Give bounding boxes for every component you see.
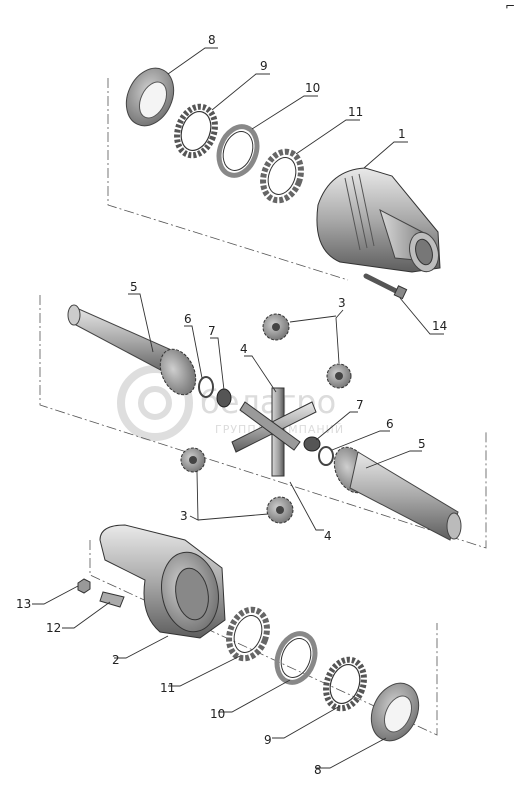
watermark-logo-icon xyxy=(117,365,193,441)
thrust-washer-6-left xyxy=(198,376,214,398)
half-shaft-gear-5-left xyxy=(67,304,197,396)
friction-disc-9-bottom xyxy=(323,656,367,712)
differential-housing-1 xyxy=(316,167,441,273)
callout-6-right: 6 xyxy=(386,417,394,431)
differential-housing-2 xyxy=(99,524,226,639)
bearing-cup-top xyxy=(125,67,175,127)
leader-lines xyxy=(32,47,444,769)
spacer-7-right xyxy=(303,436,321,452)
lock-plate-12 xyxy=(99,591,125,608)
callout-6-left: 6 xyxy=(184,312,192,326)
callout-14-top: 14 xyxy=(432,319,447,333)
friction-disc-11-top xyxy=(260,148,304,204)
half-shaft-gear-5-right xyxy=(333,446,462,541)
callout-4-lower: 4 xyxy=(324,529,332,543)
callout-5-left: 5 xyxy=(130,280,138,294)
pinion-gear-3-right xyxy=(326,363,352,389)
callout-2-bottom: 2 xyxy=(112,653,120,667)
callout-1-top: 1 xyxy=(398,127,406,141)
thrust-washer-6-right xyxy=(318,446,334,466)
bottom-group xyxy=(77,524,420,742)
callout-3-upper: 3 xyxy=(338,296,346,310)
friction-disc-11-bottom xyxy=(226,606,270,662)
callout-5-right: 5 xyxy=(418,437,426,451)
spacer-7-left xyxy=(216,388,232,408)
callout-13-bottom: 13 xyxy=(16,597,31,611)
callout-10-bottom: 10 xyxy=(210,707,225,721)
callout-11-bottom: 11 xyxy=(160,681,175,695)
callout-7-left: 7 xyxy=(208,324,216,338)
callout-9-bottom: 9 xyxy=(264,733,272,747)
bearing-cup-bottom xyxy=(370,682,420,742)
callout-labels: 8 9 10 11 1 14 5 6 7 4 3 7 6 5 3 4 13 12… xyxy=(16,33,447,777)
callout-4-upper: 4 xyxy=(240,342,248,356)
middle-group xyxy=(67,304,462,541)
friction-disc-10-bottom xyxy=(274,631,318,685)
friction-disc-10-top xyxy=(216,124,260,178)
callout-9-top: 9 xyxy=(260,59,268,73)
pinion-gear-3-top xyxy=(262,313,290,341)
callout-8-top: 8 xyxy=(208,33,216,47)
callout-10-top: 10 xyxy=(305,81,320,95)
callout-8-bottom: 8 xyxy=(314,763,322,777)
callout-12-bottom: 12 xyxy=(46,621,61,635)
callout-7-right: 7 xyxy=(356,398,364,412)
bolt-14 xyxy=(363,273,408,300)
spider-cross-4 xyxy=(231,387,317,477)
callout-3-lower: 3 xyxy=(180,509,188,523)
friction-disc-9-top xyxy=(174,103,218,159)
top-group xyxy=(125,67,441,300)
corner-mark: ⌐ xyxy=(505,0,515,13)
assembly-frames xyxy=(39,78,487,736)
pinion-gear-3-left xyxy=(180,447,206,473)
nut-13 xyxy=(77,578,91,594)
pinion-gear-3-bottom xyxy=(266,496,294,524)
callout-11-top: 11 xyxy=(348,105,363,119)
